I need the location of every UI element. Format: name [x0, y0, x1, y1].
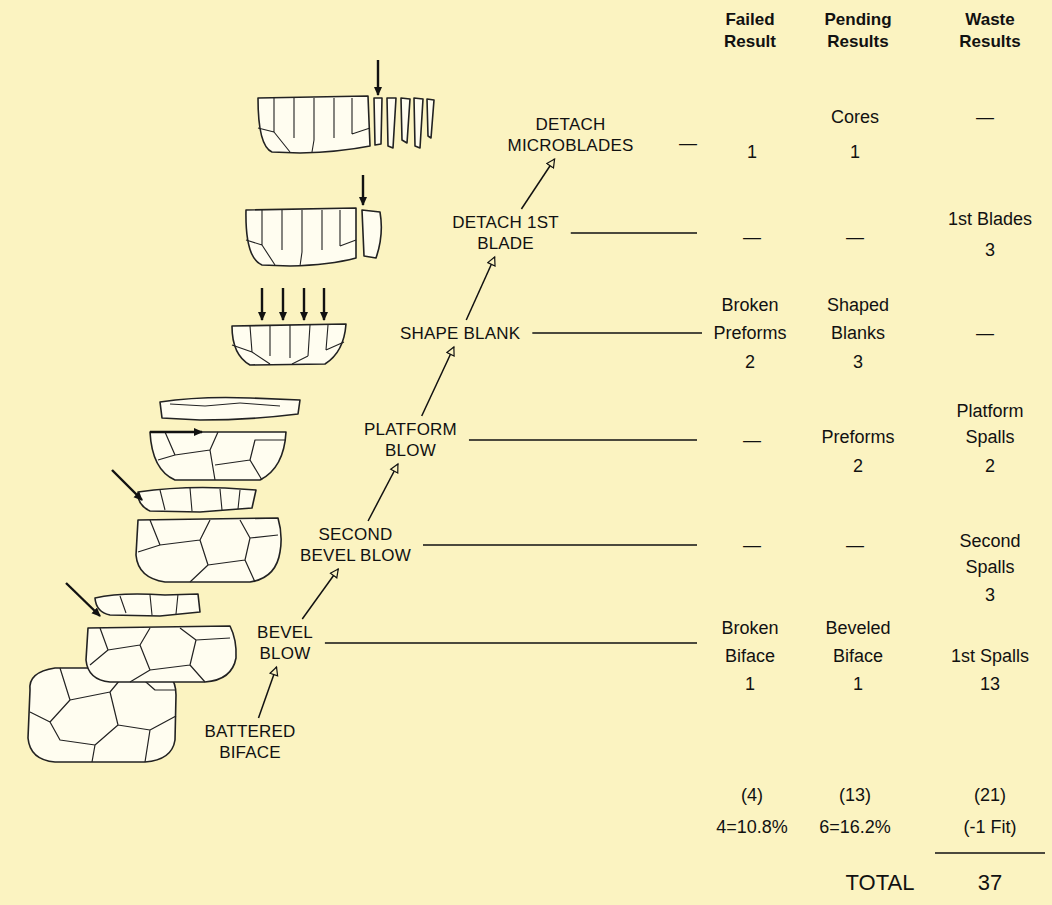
stage-label: SHAPE BLANK [400, 323, 520, 344]
table-cell: Spalls [965, 426, 1014, 448]
table-cell: Blanks [831, 322, 885, 344]
table-cell: 3 [985, 584, 995, 606]
leader-line [325, 642, 697, 643]
column-header: Failed [725, 9, 774, 31]
table-cell: Cores [831, 106, 879, 128]
table-cell: — [976, 322, 994, 344]
table-cell: Broken [721, 617, 778, 639]
stage-text: DETACH 1ST BLADE [443, 212, 568, 254]
table-cell: Preforms [713, 322, 786, 344]
table-cell: Spalls [965, 556, 1014, 578]
stage-label: BEVEL BLOW [245, 622, 325, 664]
table-cell: 1 [853, 673, 863, 695]
table-cell: Platform [956, 400, 1023, 422]
stage-arrow [368, 464, 398, 521]
stage-label: BATTERED BIFACE [190, 721, 310, 763]
stage-arrow [258, 667, 276, 718]
stage-arrow [521, 159, 554, 209]
total-rule [935, 852, 1045, 854]
stage-text: BEVEL BLOW [245, 622, 325, 664]
table-cell: Second [959, 530, 1020, 552]
table-cell: — [743, 226, 761, 248]
table-cell: 3 [985, 239, 995, 261]
table-cell: Biface [725, 645, 775, 667]
table-cell: 37 [978, 872, 1002, 894]
stage-label: PLATFORM BLOW [353, 419, 468, 461]
table-cell: 1 [850, 141, 860, 163]
stage-arrow [302, 569, 338, 619]
stage-label: DETACH 1ST BLADE [443, 212, 568, 254]
column-header: Result [724, 31, 776, 53]
stage-label: SECOND BEVEL BLOW [293, 524, 418, 566]
table-cell: (13) [839, 784, 871, 806]
table-cell: 2 [745, 351, 755, 373]
table-cell: — [679, 132, 697, 154]
stage-arrow [422, 347, 454, 416]
stage-arrow [466, 257, 494, 320]
table-cell: 2 [853, 455, 863, 477]
table-cell: 2 [985, 455, 995, 477]
table-cell: Broken [721, 294, 778, 316]
table-cell: — [846, 226, 864, 248]
leader-line [571, 232, 697, 233]
table-cell: 1st Spalls [951, 645, 1029, 667]
table-cell: 13 [980, 673, 1000, 695]
table-cell: 3 [853, 351, 863, 373]
table-cell: Preforms [821, 426, 894, 448]
leader-line [532, 332, 702, 333]
table-cell: — [743, 534, 761, 556]
stage-text: DETACH MICROBLADES [493, 114, 648, 156]
column-header: Results [827, 31, 888, 53]
table-cell: — [743, 429, 761, 451]
table-cell: 1 [745, 673, 755, 695]
leader-line [469, 439, 697, 440]
table-cell: Biface [833, 645, 883, 667]
stage-text: PLATFORM BLOW [353, 419, 468, 461]
table-cell: (-1 Fit) [964, 816, 1017, 838]
table-cell: (4) [741, 784, 763, 806]
table-cell: 4=10.8% [716, 816, 788, 838]
table-cell: 1 [747, 141, 757, 163]
table-cell: — [846, 534, 864, 556]
stage-text: SECOND BEVEL BLOW [293, 524, 418, 566]
table-cell: Beveled [825, 617, 890, 639]
table-cell: Shaped [827, 294, 889, 316]
column-header: Waste [965, 9, 1014, 31]
table-cell: TOTAL [846, 872, 915, 894]
table-cell: — [976, 106, 994, 128]
table-cell: 1st Blades [948, 208, 1032, 230]
leader-line [423, 544, 697, 545]
column-header: Results [959, 31, 1020, 53]
stage-text: SHAPE BLANK [400, 323, 520, 344]
table-cell: 6=16.2% [819, 816, 891, 838]
stage-label: DETACH MICROBLADES [493, 114, 648, 156]
stage-text: BATTERED BIFACE [190, 721, 310, 763]
column-header: Pending [824, 9, 891, 31]
table-cell: (21) [974, 784, 1006, 806]
